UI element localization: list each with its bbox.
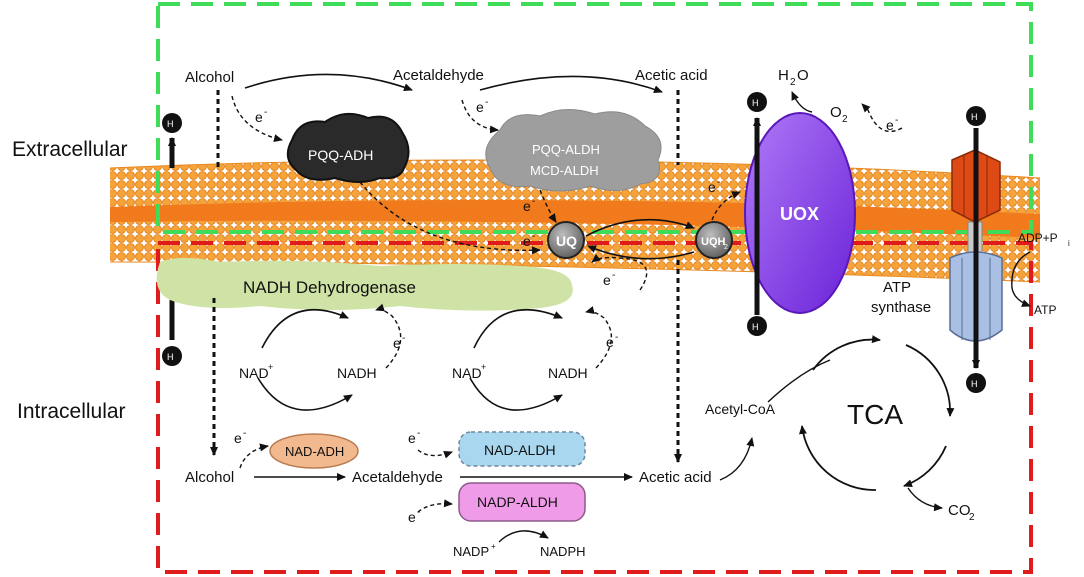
svg-text:2: 2	[790, 77, 796, 88]
svg-text:-: -	[243, 428, 246, 439]
svg-text:2: 2	[969, 512, 975, 523]
svg-text:-: -	[612, 270, 615, 281]
svg-text:-: -	[485, 97, 488, 108]
cytoplasmic-acetaldehyde: Acetaldehyde	[352, 469, 443, 486]
tca-cycle: TCA	[799, 335, 955, 491]
alcohol-to-acetaldehyde-arrow	[244, 73, 413, 92]
cytoplasmic-alcohol: Alcohol	[185, 469, 234, 486]
svg-text:e: e	[408, 509, 416, 525]
svg-text:PQQ-ADH: PQQ-ADH	[308, 147, 373, 163]
svg-text:+: +	[268, 362, 273, 372]
svg-text:H: H	[167, 119, 174, 129]
svg-text:MCD-ALDH: MCD-ALDH	[530, 163, 599, 178]
intracellular-region-box	[156, 241, 1033, 574]
proton-icon	[966, 373, 986, 393]
svg-text:e: e	[393, 335, 401, 351]
nadp-plus-label: NADP	[453, 544, 489, 559]
proton-icon	[747, 92, 767, 112]
proton-icon	[162, 346, 182, 366]
nad-cycle-1: NAD + NADH e -	[239, 303, 405, 411]
nad-adh-enzyme: NAD-ADH	[269, 433, 359, 469]
extracellular-label: Extracellular	[12, 138, 128, 161]
periplasmic-alcohol: Alcohol	[185, 69, 234, 86]
svg-text:TCA: TCA	[847, 399, 903, 430]
oxygen-label: O	[830, 104, 842, 121]
svg-text:NADP-ALDH: NADP-ALDH	[477, 494, 558, 510]
svg-text:e: e	[708, 179, 716, 195]
svg-text:e: e	[606, 334, 614, 350]
cytoplasmic-acetic-acid: Acetic acid	[639, 469, 712, 486]
svg-text:e: e	[234, 430, 242, 446]
svg-text:-: -	[532, 231, 535, 242]
svg-text:+: +	[481, 362, 486, 372]
pqq-adh-enzyme: PQQ-ADH	[286, 112, 410, 183]
intracellular-label: Intracellular	[17, 400, 126, 423]
svg-text:e: e	[603, 272, 611, 288]
svg-text:NADH: NADH	[548, 365, 588, 381]
co2-label: CO	[948, 502, 971, 519]
nadh-dehydrogenase: NADH Dehydrogenase	[156, 258, 573, 311]
pqq-aldh-mcd-aldh-enzyme: PQQ-ALDH MCD-ALDH	[485, 109, 662, 192]
nadph-label: NADPH	[540, 544, 586, 559]
svg-text:e: e	[255, 109, 263, 125]
svg-text:-: -	[717, 177, 720, 188]
svg-text:UOX: UOX	[780, 204, 819, 224]
proton-channel-left: H H	[162, 113, 182, 366]
water-label: H	[778, 67, 789, 84]
proton-channel-uox: H H	[747, 92, 767, 336]
uox-oxidase: UOX	[744, 112, 856, 314]
proton-icon	[162, 113, 182, 133]
atp-label: ATP	[1034, 303, 1056, 317]
svg-text:NAD-ADH: NAD-ADH	[285, 444, 344, 459]
periplasmic-acetic-acid: Acetic acid	[635, 67, 708, 84]
svg-text:+: +	[491, 542, 496, 551]
nadp-aldh-enzyme: NADP-ALDH	[458, 482, 586, 522]
svg-text:-: -	[417, 428, 420, 439]
svg-text:e: e	[523, 233, 531, 249]
svg-text:-: -	[532, 196, 535, 207]
atp-synthase: H H	[949, 106, 1003, 393]
svg-text:2: 2	[724, 244, 728, 251]
adp-pi-label: ADP+P	[1018, 231, 1058, 245]
nad-cycle-2: NAD + NADH e -	[452, 306, 618, 411]
svg-text:-: -	[402, 333, 405, 344]
svg-text:-: -	[895, 115, 898, 126]
svg-text:NADH Dehydrogenase: NADH Dehydrogenase	[243, 278, 416, 297]
svg-text:NAD: NAD	[452, 365, 482, 381]
svg-text:2: 2	[842, 114, 848, 125]
acetaldehyde-to-acetic-arrow	[479, 75, 663, 94]
svg-text:i: i	[1068, 239, 1070, 248]
svg-text:UQH: UQH	[701, 236, 726, 248]
svg-text:UQ: UQ	[556, 233, 577, 249]
svg-text:e: e	[408, 430, 416, 446]
svg-text:e: e	[476, 99, 484, 115]
svg-text:PQQ-ALDH: PQQ-ALDH	[532, 142, 600, 157]
proton-icon	[966, 106, 986, 126]
svg-text:NAD: NAD	[239, 365, 269, 381]
acetyl-coa-label: Acetyl-CoA	[705, 401, 776, 417]
svg-text:O: O	[797, 67, 809, 84]
atp-synthase-label: ATP	[883, 279, 911, 296]
svg-text:synthase: synthase	[871, 299, 931, 316]
svg-text:e: e	[523, 198, 531, 214]
nad-aldh-enzyme: NAD-ALDH	[458, 431, 586, 467]
svg-text:-: -	[264, 107, 267, 118]
svg-text:NADH: NADH	[337, 365, 377, 381]
svg-text:-: -	[417, 507, 420, 518]
periplasmic-acetaldehyde: Acetaldehyde	[393, 67, 484, 84]
svg-text:H: H	[971, 379, 978, 389]
svg-text:e: e	[886, 117, 894, 133]
svg-text:H: H	[752, 98, 759, 108]
uqh2-quinol: UQH 2	[695, 221, 733, 259]
uq-quinone: UQ	[547, 221, 585, 259]
svg-text:NAD-ALDH: NAD-ALDH	[484, 442, 556, 458]
svg-text:-: -	[615, 332, 618, 343]
svg-text:H: H	[971, 112, 978, 122]
svg-text:H: H	[752, 322, 759, 332]
svg-text:H: H	[167, 352, 174, 362]
proton-icon	[747, 316, 767, 336]
